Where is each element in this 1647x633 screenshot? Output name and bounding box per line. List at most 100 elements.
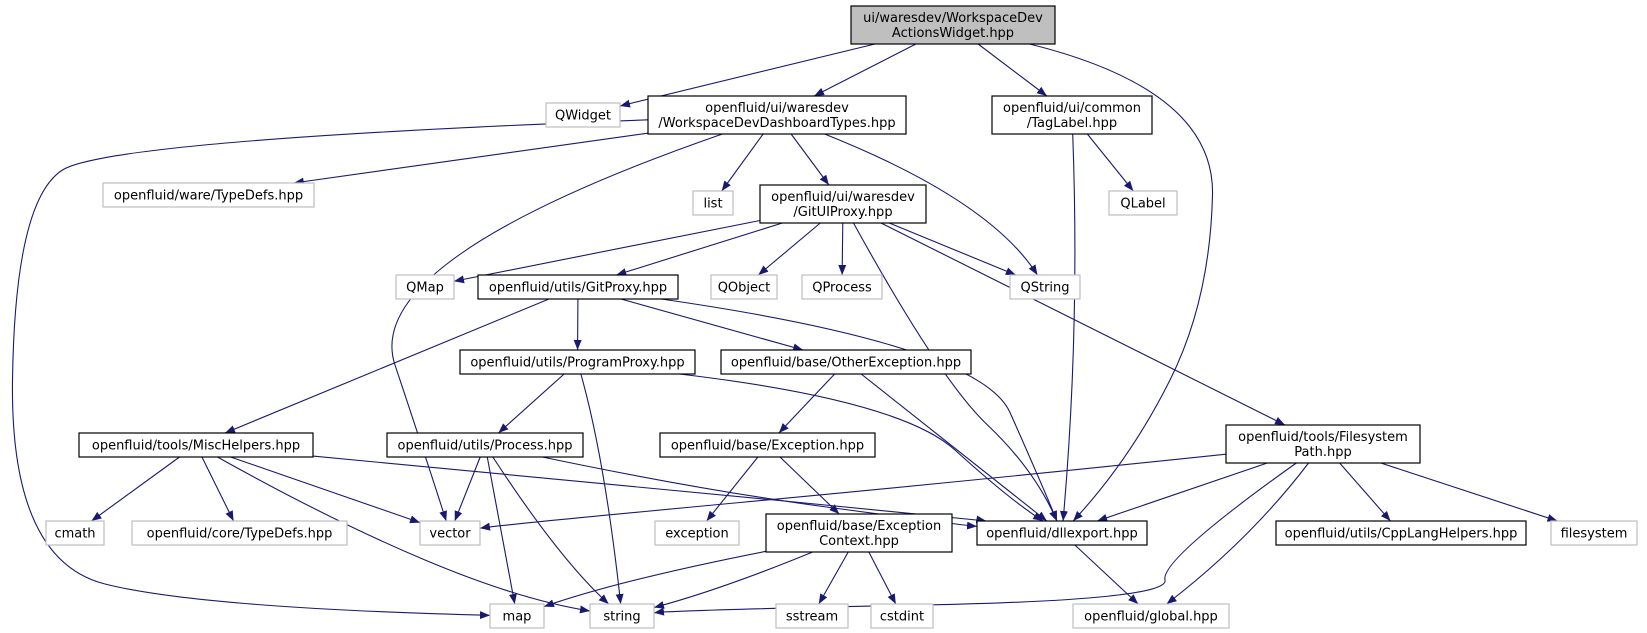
nodes-layer: ui/waresdev/WorkspaceDevActionsWidget.hp… bbox=[45, 5, 1638, 629]
node-label-gitproxy-line-0: openfluid/utils/GitProxy.hpp bbox=[489, 281, 667, 296]
node-taglabel[interactable]: openfluid/ui/common/TagLabel.hpp bbox=[991, 95, 1153, 135]
node-box-dllexport bbox=[976, 520, 1148, 546]
node-label-exceptioncontext-line-1: Context.hpp bbox=[819, 534, 899, 549]
node-qmap: QMap bbox=[395, 274, 455, 300]
node-box-global bbox=[1072, 603, 1230, 629]
node-label-root-line-0: ui/waresdev/WorkspaceDev bbox=[863, 11, 1043, 26]
edge-programproxy-to-string bbox=[580, 373, 624, 605]
edge-exceptioncontext-to-sstream bbox=[818, 551, 849, 605]
edge-otherexception-to-exception bbox=[778, 373, 836, 434]
node-label-dashtypes-line-1: /WorkspaceDevDashboardTypes.hpp bbox=[658, 116, 895, 131]
node-box-cstdint bbox=[870, 603, 934, 629]
node-dllexport[interactable]: openfluid/dllexport.hpp bbox=[976, 520, 1148, 546]
edge-fspath-to-string bbox=[653, 462, 1297, 616]
edge-dashtypes-to-list bbox=[721, 133, 764, 192]
node-exception[interactable]: openfluid/base/Exception.hpp bbox=[659, 432, 876, 458]
edge-otherexception-to-dllexport bbox=[860, 373, 1048, 522]
node-box-qmap bbox=[395, 274, 455, 300]
edge-fspath-to-cpplanghelpers bbox=[1339, 462, 1391, 522]
edge-process-to-string bbox=[492, 456, 610, 605]
edge-gituiproxy-to-qstring bbox=[889, 222, 1017, 276]
node-list: list bbox=[692, 190, 734, 216]
node-label-qobject-line-0: QObject bbox=[718, 281, 771, 296]
node-stdexception: exception bbox=[654, 520, 740, 546]
node-label-root-line-1: ActionsWidget.hpp bbox=[892, 26, 1014, 41]
node-box-exceptioncontext bbox=[765, 513, 953, 553]
edge-exceptioncontext-to-cstdint bbox=[868, 551, 897, 605]
node-label-taglabel-line-0: openfluid/ui/common bbox=[1003, 101, 1141, 116]
node-box-dashtypes bbox=[647, 95, 907, 135]
node-dashtypes[interactable]: openfluid/ui/waresdev/WorkspaceDevDashbo… bbox=[647, 95, 907, 135]
node-box-exception bbox=[659, 432, 876, 458]
node-box-list bbox=[692, 190, 734, 216]
node-label-dllexport-line-0: openfluid/dllexport.hpp bbox=[986, 527, 1138, 542]
node-box-gituiproxy bbox=[759, 184, 927, 224]
node-gituiproxy[interactable]: openfluid/ui/waresdev/GitUIProxy.hpp bbox=[759, 184, 927, 224]
edge-dashtypes-to-waretypedefs bbox=[293, 132, 649, 186]
node-map: map bbox=[489, 603, 545, 629]
node-label-programproxy-line-0: openfluid/utils/ProgramProxy.hpp bbox=[470, 356, 684, 371]
node-label-cmath-line-0: cmath bbox=[54, 527, 95, 542]
node-box-process bbox=[386, 432, 584, 458]
node-box-filesystem bbox=[1550, 520, 1638, 546]
edge-gituiproxy-to-fspath bbox=[880, 222, 1286, 426]
edge-taglabel-to-qlabel bbox=[1086, 133, 1134, 192]
node-box-qlabel bbox=[1108, 190, 1178, 216]
node-box-programproxy bbox=[459, 349, 696, 375]
node-label-sstream-line-0: sstream bbox=[786, 610, 838, 625]
node-box-vector bbox=[419, 520, 481, 546]
edge-process-to-vector bbox=[454, 456, 481, 522]
edge-dashtypes-to-gituiproxy bbox=[790, 133, 830, 186]
edge-process-to-map bbox=[486, 456, 517, 605]
node-string: string bbox=[589, 603, 655, 629]
edge-root-to-dashtypes bbox=[813, 43, 917, 97]
node-filesystem: filesystem bbox=[1550, 520, 1638, 546]
node-box-gitproxy bbox=[477, 274, 679, 300]
node-label-process-line-0: openfluid/utils/Process.hpp bbox=[397, 439, 572, 454]
node-sstream: sstream bbox=[775, 603, 849, 629]
node-cmath: cmath bbox=[45, 520, 105, 546]
node-box-qprocess bbox=[801, 274, 883, 300]
node-mischelpers[interactable]: openfluid/tools/MiscHelpers.hpp bbox=[78, 432, 314, 458]
node-gitproxy[interactable]: openfluid/utils/GitProxy.hpp bbox=[477, 274, 679, 300]
edge-gituiproxy-to-qprocess bbox=[838, 222, 847, 276]
edge-gituiproxy-to-gitproxy bbox=[616, 222, 783, 276]
edge-mischelpers-to-vector bbox=[230, 456, 421, 524]
edge-gitproxy-to-otherexception bbox=[620, 298, 804, 352]
node-process[interactable]: openfluid/utils/Process.hpp bbox=[386, 432, 584, 458]
node-label-qprocess-line-0: QProcess bbox=[812, 281, 872, 296]
node-root[interactable]: ui/waresdev/WorkspaceDevActionsWidget.hp… bbox=[850, 5, 1056, 45]
node-qobject: QObject bbox=[710, 274, 778, 300]
node-box-otherexception bbox=[720, 349, 972, 375]
node-label-vector-line-0: vector bbox=[429, 527, 471, 542]
node-label-waretypedefs-line-0: openfluid/ware/TypeDefs.hpp bbox=[114, 189, 303, 204]
node-otherexception[interactable]: openfluid/base/OtherException.hpp bbox=[720, 349, 972, 375]
node-label-mischelpers-line-0: openfluid/tools/MiscHelpers.hpp bbox=[92, 439, 300, 454]
edge-gitproxy-to-mischelpers bbox=[224, 298, 550, 434]
node-coretypedefs: openfluid/core/TypeDefs.hpp bbox=[131, 520, 348, 546]
node-label-stdexception-line-0: exception bbox=[665, 527, 729, 542]
node-box-qobject bbox=[710, 274, 778, 300]
edge-gituiproxy-to-qmap bbox=[453, 219, 761, 284]
node-box-mischelpers bbox=[78, 432, 314, 458]
edge-exception-to-stdexception bbox=[706, 456, 759, 522]
node-label-fspath-line-0: openfluid/tools/Filesystem bbox=[1238, 430, 1408, 445]
edge-mischelpers-to-string bbox=[217, 456, 591, 614]
node-label-dashtypes-line-0: openfluid/ui/waresdev bbox=[705, 101, 849, 116]
edge-mischelpers-to-cmath bbox=[91, 456, 180, 522]
node-label-qlabel-line-0: QLabel bbox=[1120, 197, 1165, 212]
node-label-map-line-0: map bbox=[503, 610, 532, 625]
node-cpplanghelpers[interactable]: openfluid/utils/CppLangHelpers.hpp bbox=[1275, 520, 1527, 546]
node-qlabel: QLabel bbox=[1108, 190, 1178, 216]
node-label-global-line-0: openfluid/global.hpp bbox=[1084, 610, 1218, 625]
node-label-coretypedefs-line-0: openfluid/core/TypeDefs.hpp bbox=[147, 527, 333, 542]
node-box-waretypedefs bbox=[102, 182, 315, 208]
node-programproxy[interactable]: openfluid/utils/ProgramProxy.hpp bbox=[459, 349, 696, 375]
node-box-cpplanghelpers bbox=[1275, 520, 1527, 546]
node-label-qwidget-line-0: QWidget bbox=[555, 109, 611, 124]
edge-mischelpers-to-coretypedefs bbox=[201, 456, 235, 522]
edge-programproxy-to-dllexport bbox=[679, 373, 1044, 522]
